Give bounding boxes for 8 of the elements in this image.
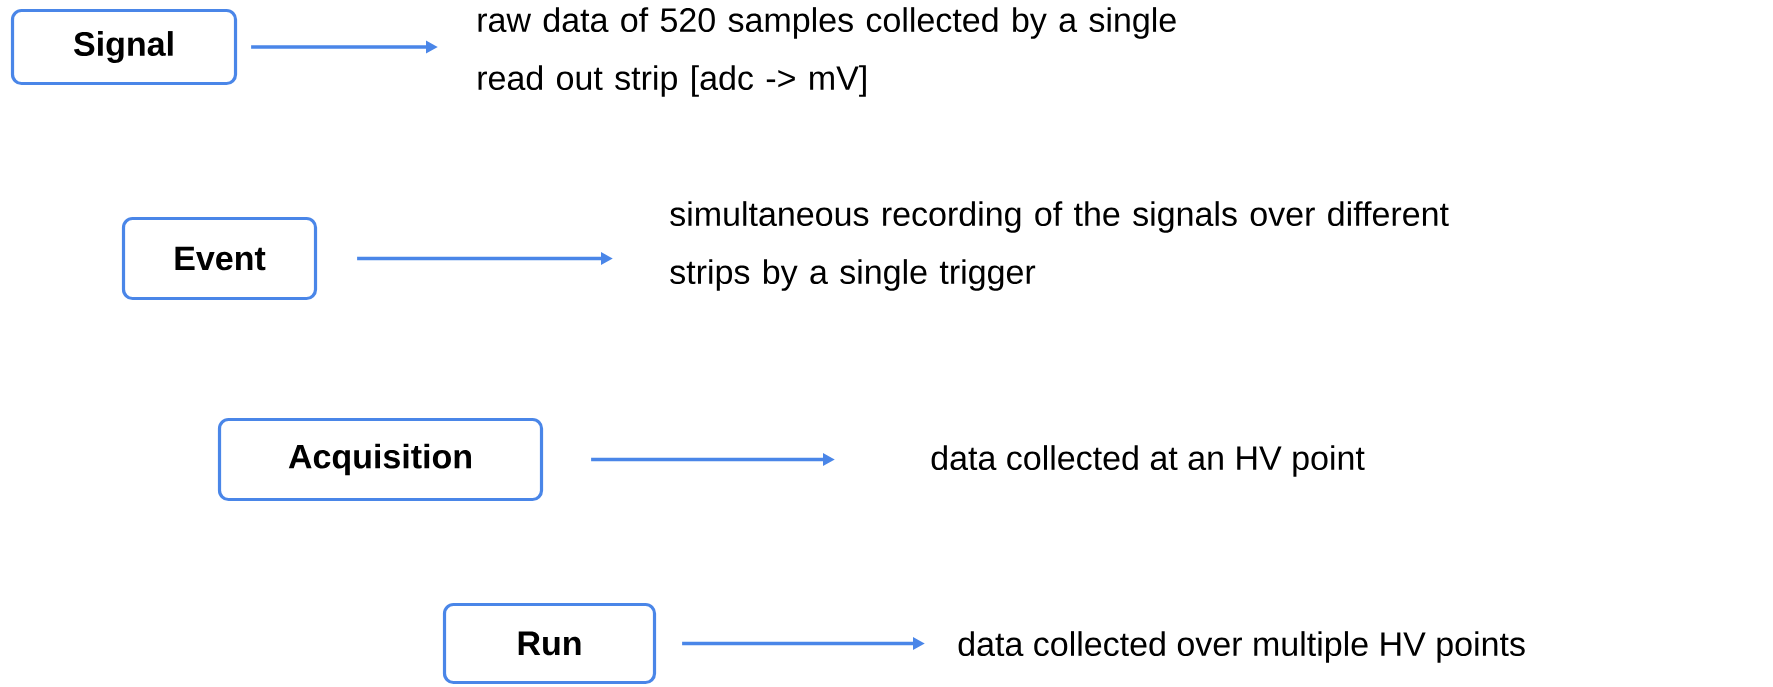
description-text: data collected at an HV point — [931, 445, 1365, 477]
label-box: Acquisition — [217, 417, 544, 502]
label-box: Signal — [10, 8, 238, 86]
description-text: simultaneous recording of the signals over different strips by a single trigger — [670, 201, 1449, 291]
description-text: raw data of 520 samples collected by a single read out strip [adc -> mV] — [478, 7, 1176, 97]
label-box: Event — [121, 216, 318, 301]
label-box: Run — [442, 602, 657, 685]
description-text: data collected over multiple HV points — [958, 631, 1525, 663]
